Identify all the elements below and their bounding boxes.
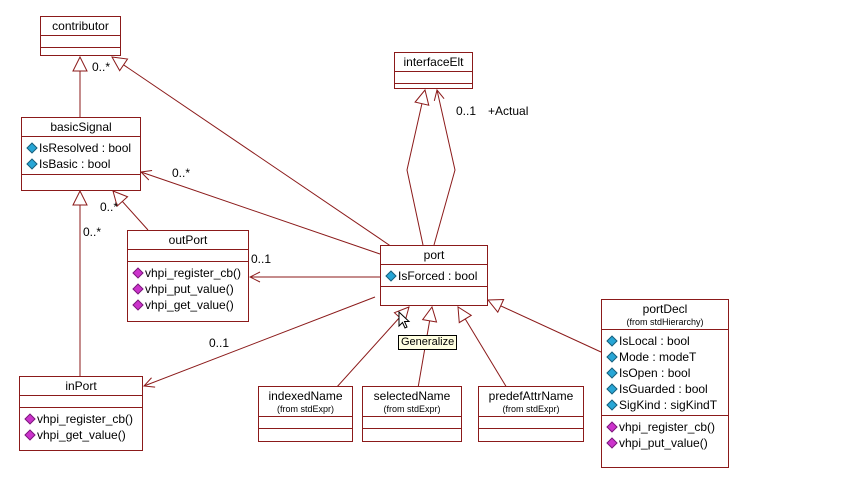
class-indexedname[interactable]: indexedName (from stdExpr) [258,386,353,442]
operation-icon [132,283,144,295]
operations-section [479,429,583,440]
operations-section [22,175,140,186]
class-contributor[interactable]: contributor [40,16,121,56]
package-label: (from stdExpr) [502,404,560,414]
role-actual: +Actual [488,104,529,118]
class-name: selectedName [373,389,451,403]
attributes-section: IsLocal : bool Mode : modeT IsOpen : boo… [602,330,728,416]
class-name: basicSignal [50,120,112,134]
attributes-section [363,417,461,429]
package-label: (from stdExpr) [383,404,441,414]
operations-section [363,429,461,440]
operation-icon [606,437,618,449]
class-name: interfaceElt [403,55,464,69]
attributes-section [479,417,583,429]
operations-section: vhpi_register_cb() vhpi_put_value() [602,416,728,453]
class-basicsignal[interactable]: basicSignal IsResolved : bool IsBasic : … [21,117,141,191]
gen-predefattrname-port [458,307,508,389]
operations-section: vhpi_register_cb() vhpi_put_value() vhpi… [128,262,248,315]
gen-indexedname-port [335,307,409,389]
operations-section [381,287,487,298]
class-name: inPort [65,379,97,393]
class-predefattrname[interactable]: predefAttrName (from stdExpr) [478,386,584,442]
attribute-icon [606,399,618,411]
gen-port-contributor [112,57,399,252]
operation-icon [132,267,144,279]
class-port[interactable]: port IsForced : bool [380,245,488,306]
package-label: (from stdHierarchy) [626,317,704,327]
assoc-port-basicsignal [141,172,381,255]
attribute-row: IsResolved : bool [26,140,137,156]
gen-port-interfaceelt [406,90,425,246]
class-interfaceelt[interactable]: interfaceElt [394,52,473,89]
mouse-cursor-icon [398,311,411,329]
operation-icon [24,429,36,441]
operation-row: vhpi_get_value() [132,297,245,313]
attribute-icon [606,335,618,347]
class-name: outPort [168,233,208,247]
attributes-section [259,417,352,429]
attribute-icon [606,367,618,379]
attribute-row: IsLocal : bool [606,333,725,349]
attributes-section: IsForced : bool [381,265,487,287]
multiplicity-interfaceelt: 0..1 [456,104,477,118]
class-selectedname[interactable]: selectedName (from stdExpr) [362,386,462,442]
attribute-icon [606,351,618,363]
class-name: contributor [52,19,109,33]
multiplicity-basicsignal-port: 0..* [172,166,191,180]
class-portdecl[interactable]: portDecl (from stdHierarchy) IsLocal : b… [601,299,729,468]
attribute-row: SigKind : sigKindT [606,397,725,413]
class-name: predefAttrName [488,389,574,403]
operation-row: vhpi_put_value() [606,435,725,451]
multiplicity-basicsignal-inport: 0..* [83,225,102,239]
attribute-row: IsOpen : bool [606,365,725,381]
multiplicity-contributor: 0..* [92,60,111,74]
gen-outport-basicsignal [113,191,149,231]
attributes-section: IsResolved : bool IsBasic : bool [22,137,140,175]
operation-row: vhpi_put_value() [132,281,245,297]
operation-row: vhpi_register_cb() [132,265,245,281]
class-inport[interactable]: inPort vhpi_register_cb() vhpi_get_value… [19,376,143,451]
operation-icon [132,299,144,311]
operation-icon [606,421,618,433]
multiplicity-inport: 0..1 [209,336,230,350]
class-name: indexedName [268,389,343,403]
operations-section [259,429,352,440]
class-name: port [423,248,445,262]
attribute-icon [385,270,397,282]
attributes-section [128,250,248,262]
attribute-row: IsGuarded : bool [606,381,725,397]
class-name: portDecl [642,302,688,316]
attributes-section [41,36,120,48]
operation-row: vhpi_get_value() [24,427,139,443]
operations-section [41,48,120,59]
operation-icon [24,413,36,425]
operation-row: vhpi_register_cb() [24,411,139,427]
operations-section: vhpi_register_cb() vhpi_get_value() [20,408,142,445]
attribute-row: Mode : modeT [606,349,725,365]
generalize-tooltip: Generalize [398,335,458,350]
assoc-port-inport [144,296,376,386]
attribute-icon [26,142,38,154]
attribute-icon [606,383,618,395]
operations-section [395,84,472,95]
assoc-port-interfaceelt [433,90,456,246]
gen-portdecl-port [488,300,602,353]
operation-row: vhpi_register_cb() [606,419,725,435]
attribute-icon [26,158,38,170]
attribute-row: IsForced : bool [385,268,484,284]
attribute-row: IsBasic : bool [26,156,137,172]
class-outport[interactable]: outPort vhpi_register_cb() vhpi_put_valu… [127,230,249,322]
package-label: (from stdExpr) [276,404,334,414]
multiplicity-basicsignal-outport: 0..* [100,200,119,214]
attributes-section [395,72,472,84]
multiplicity-outport: 0..1 [251,252,272,266]
attributes-section [20,396,142,408]
